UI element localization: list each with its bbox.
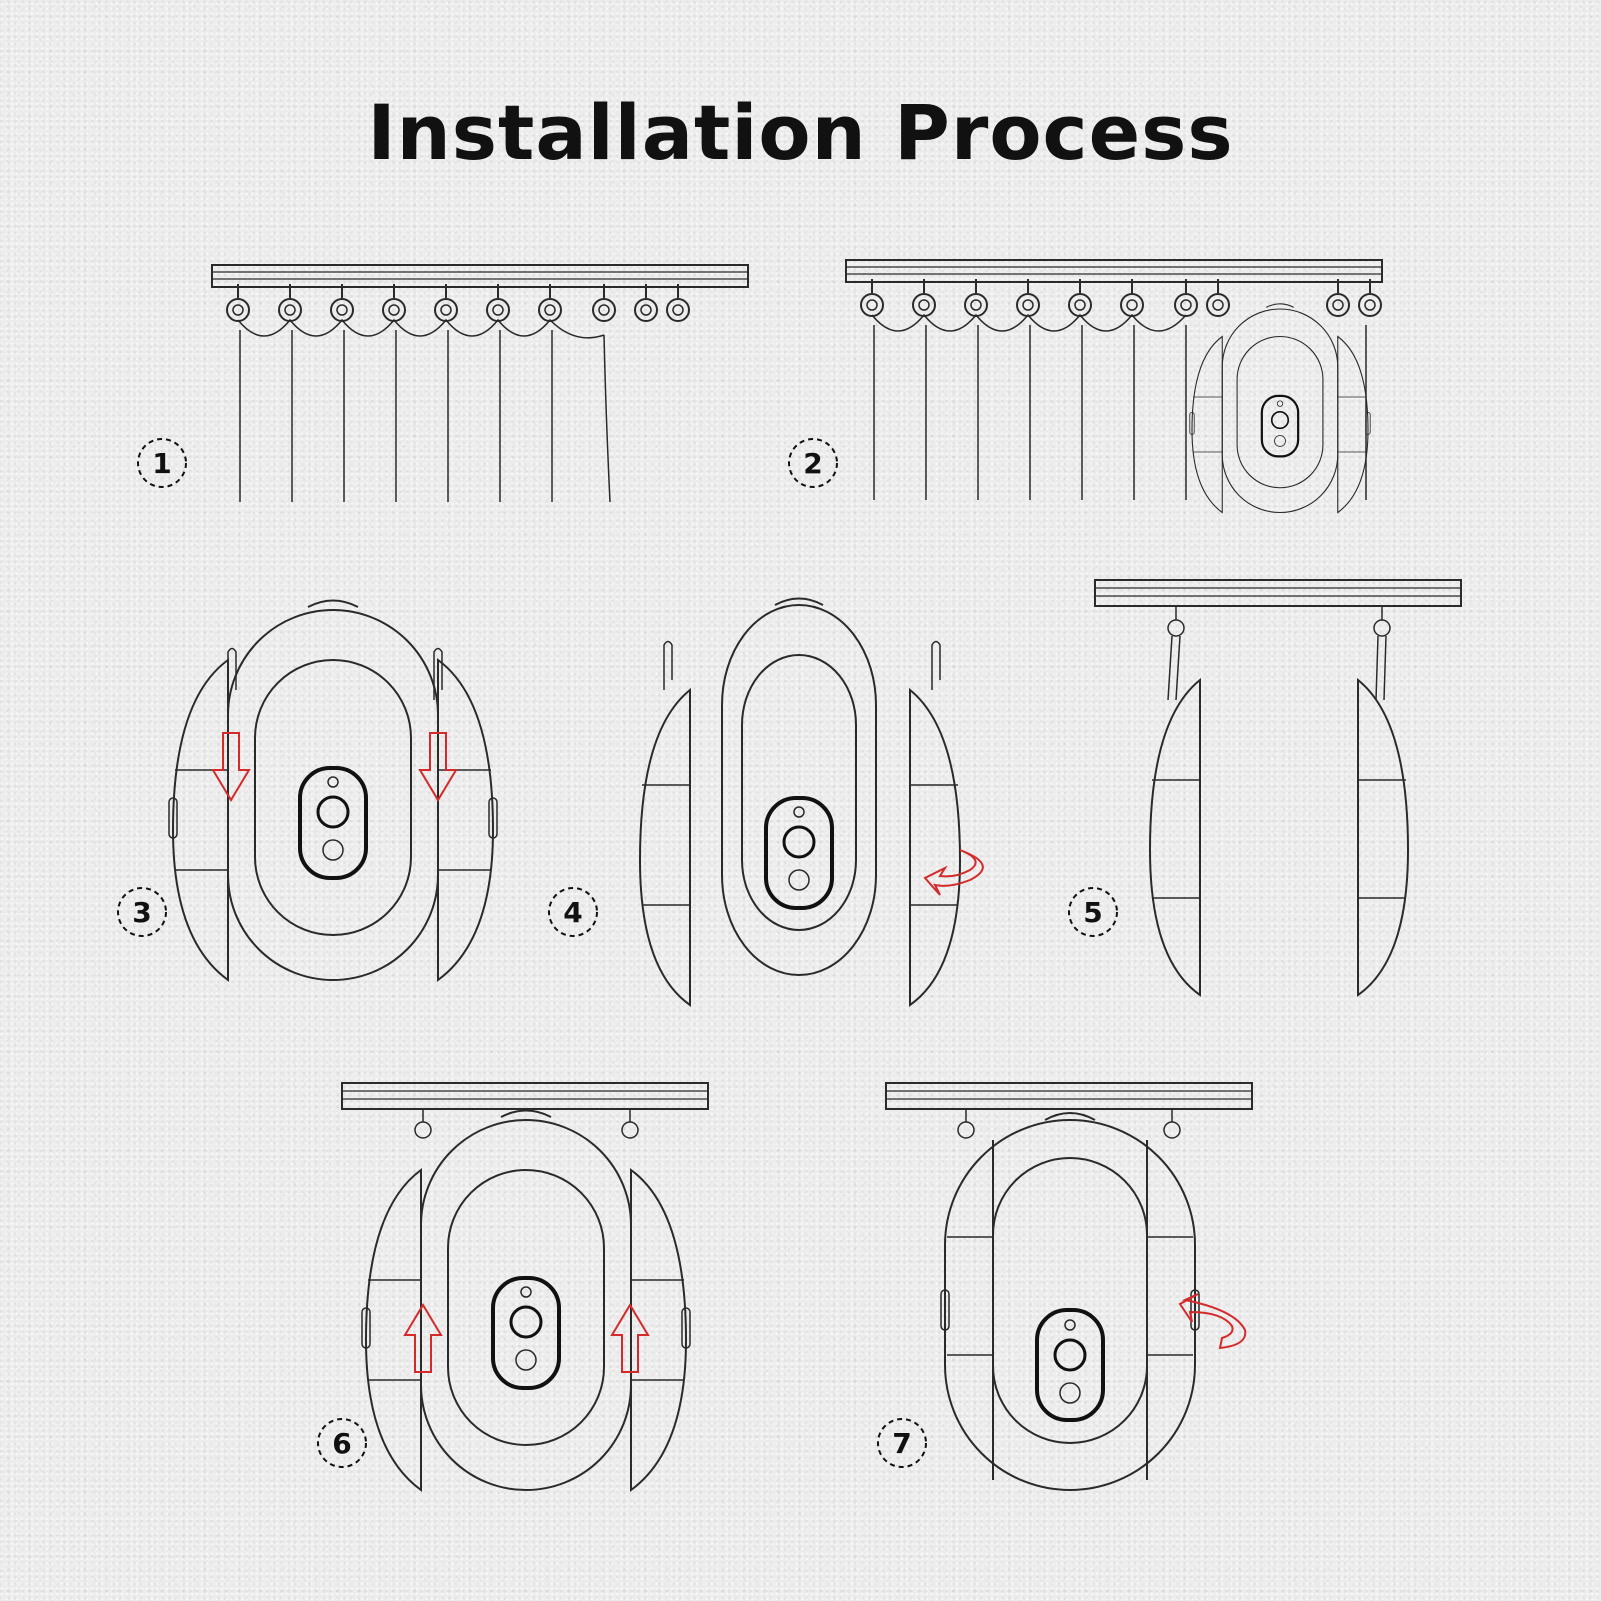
curtain-ring-icon [414, 1109, 639, 1139]
step-7-illustration: 7 [877, 1082, 1253, 1491]
curtain-rod-icon [211, 264, 749, 288]
curtain-ring-icon [1167, 606, 1391, 701]
curtain-ring-icon [226, 283, 690, 322]
camera-device-icon [360, 1108, 692, 1492]
page-title: Installation Process [367, 88, 1234, 177]
down-arrow-icon [211, 732, 458, 802]
side-panel-left [1148, 677, 1201, 997]
step-4-illustration: 4 [548, 597, 984, 1007]
step-6-illustration: 6 [317, 1082, 709, 1492]
curtain-ring-icon [957, 1109, 1181, 1139]
step-3-illustration: 3 [117, 598, 499, 982]
hook-icon [227, 647, 443, 700]
rotate-arrow-icon [1178, 1293, 1247, 1350]
side-panel-right [1357, 677, 1410, 997]
camera-device-icon [167, 598, 499, 982]
side-panel-right [909, 640, 962, 1007]
camera-device-icon [940, 1112, 1200, 1491]
camera-device-icon [1188, 302, 1372, 514]
rotate-arrow-icon [923, 849, 984, 896]
curtain-rod-icon [1094, 579, 1462, 607]
step-4-number: 4 [563, 896, 582, 929]
step-5-number: 5 [1083, 896, 1102, 929]
curtain-ring-icon [860, 278, 1382, 317]
step-2-number: 2 [803, 447, 822, 480]
step-5-illustration: 5 [1068, 579, 1462, 997]
curtain-rod-icon [885, 1082, 1253, 1110]
step-7-number: 7 [892, 1427, 911, 1460]
curtain-rod-icon [341, 1082, 709, 1110]
curtain-fabric [237, 318, 611, 503]
curtain-fabric [871, 313, 1367, 500]
side-panel-left [638, 640, 691, 1007]
step-3-number: 3 [132, 896, 151, 929]
camera-device-icon [721, 597, 877, 976]
step-6-number: 6 [332, 1427, 351, 1460]
curtain-rod-icon [845, 259, 1383, 283]
step-1-number: 1 [152, 447, 171, 480]
up-arrow-icon [403, 1303, 650, 1373]
step-1-illustration: 1 [137, 264, 749, 503]
step-2-illustration: 2 [788, 259, 1383, 514]
